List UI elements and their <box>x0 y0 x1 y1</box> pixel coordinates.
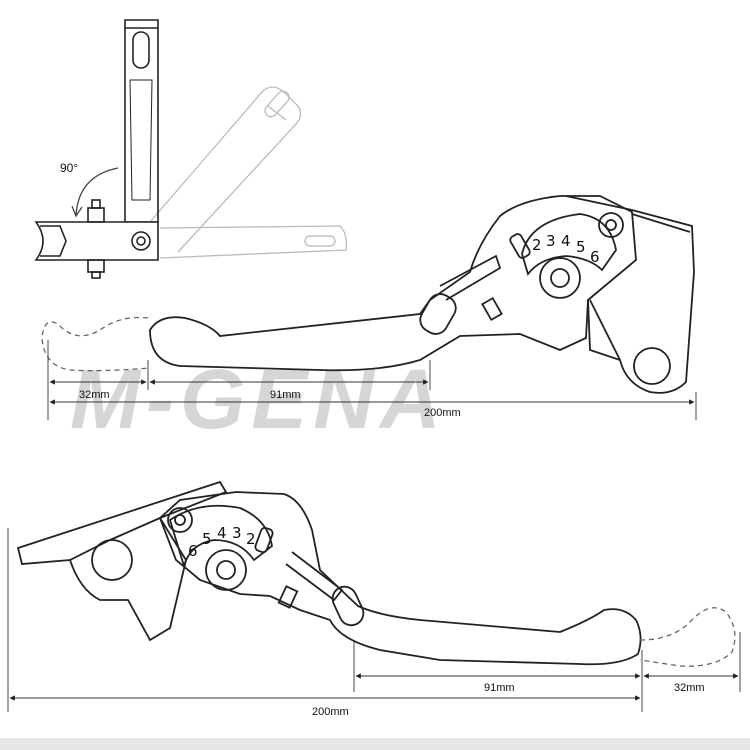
bottom-scale-digit: 2 <box>246 530 256 548</box>
bottom-scale-digit: 4 <box>217 524 227 542</box>
top-dimensions <box>47 340 697 420</box>
bottom-scale-digit: 6 <box>188 542 198 560</box>
top-dim-short: 32mm <box>79 389 110 401</box>
bottom-lever-blade <box>158 491 642 666</box>
bottom-dim-mid: 91mm <box>484 682 515 694</box>
top-lever-housing <box>565 195 695 394</box>
top-scale-digit: 6 <box>590 248 600 266</box>
lever-vertical <box>124 19 159 223</box>
bottom-scale-digit: 3 <box>232 524 242 542</box>
bottom-dimensions <box>7 528 741 712</box>
top-lever <box>41 195 695 394</box>
bottom-lever <box>16 480 736 667</box>
fold-detail <box>34 19 348 279</box>
top-lever-blade <box>149 195 637 372</box>
bottom-bar <box>0 738 750 750</box>
angle-label: 90° <box>60 161 78 175</box>
top-dim-mid: 91mm <box>270 389 301 401</box>
angle-arc <box>75 167 119 217</box>
bottom-dim-short: 32mm <box>674 682 705 694</box>
top-scale-digit: 3 <box>546 232 556 250</box>
bottom-dim-total: 200mm <box>312 706 349 718</box>
bottom-scale-digit: 5 <box>202 530 212 548</box>
top-dim-total: 200mm <box>424 407 461 419</box>
top-scale-digit: 4 <box>561 232 571 250</box>
top-lever-ghost-tip <box>41 316 151 372</box>
bottom-lever-housing <box>16 480 228 565</box>
lever-base <box>34 199 159 279</box>
bottom-lever-scale: 6 5 4 3 2 <box>188 524 256 560</box>
lever-rotated-ghost <box>149 86 348 259</box>
top-scale-digit: 5 <box>576 238 586 256</box>
top-scale-digit: 2 <box>532 236 542 254</box>
top-lever-scale: 2 3 4 5 6 <box>532 232 600 266</box>
bottom-lever-ghost-tip <box>639 607 736 667</box>
